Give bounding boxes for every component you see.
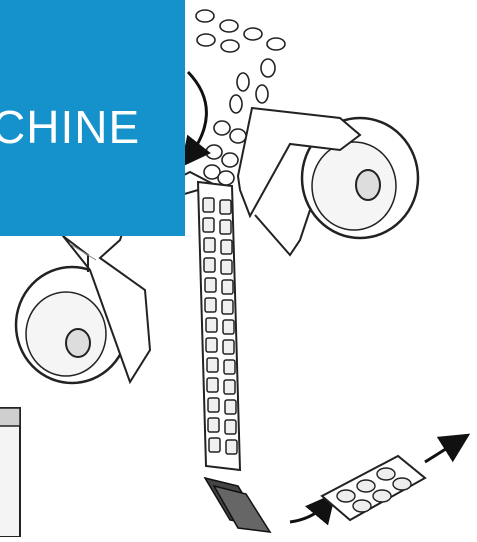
banner-title: CHINE — [0, 104, 140, 150]
exit-arrow — [425, 440, 460, 462]
feed-arrow — [188, 72, 206, 158]
blister-strip — [198, 182, 240, 470]
title-banner: CHINE — [0, 0, 185, 236]
output-arrow — [290, 502, 328, 522]
finished-blister-pack — [322, 456, 425, 520]
cut-blister-packs — [205, 478, 270, 532]
partial-device — [0, 408, 20, 537]
right-web-lower — [255, 210, 310, 255]
